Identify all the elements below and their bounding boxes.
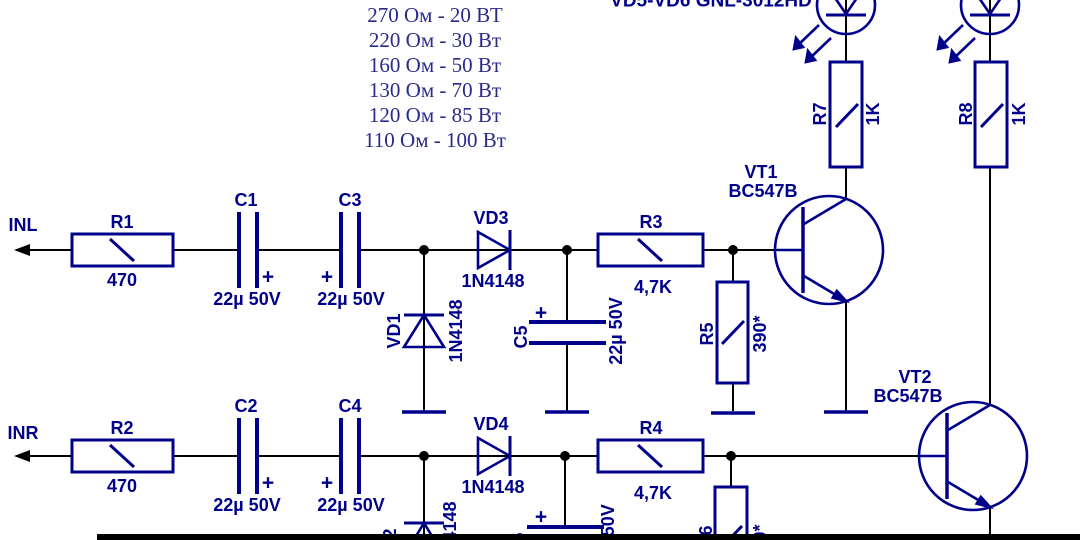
note-line: 110 Ом - 100 Вт: [364, 128, 506, 152]
capacitor-c2-symbol: [237, 418, 259, 494]
resistor-r2-symbol: [70, 438, 175, 474]
polarity-plus-c2: +: [261, 471, 275, 495]
component-value-vd4: 1N4148: [461, 477, 525, 497]
resistor-r7-symbol: [828, 60, 864, 169]
junction-dot: [728, 245, 738, 255]
resistor-r8-symbol: [973, 60, 1009, 169]
capacitor-c4-symbol: [339, 418, 361, 494]
component-value-c2: 22µ 50V: [213, 495, 281, 515]
note-line: 120 Ом - 85 Вт: [368, 103, 502, 127]
component-ref-vd1: VD1: [384, 313, 404, 349]
junction-dot: [419, 245, 429, 255]
component-value-vt1: BC547B: [728, 181, 798, 201]
junction-dot: [562, 245, 572, 255]
diode-vd3-symbol: [476, 229, 513, 271]
diode-vd4-symbol: [476, 435, 513, 477]
input-arrow-inl: [14, 244, 30, 256]
component-ref-r1: R1: [110, 212, 134, 232]
resistor-r3-symbol: [596, 232, 705, 268]
component-value-r5: 390*: [750, 315, 770, 353]
component-value-r8: 1K: [1009, 102, 1029, 126]
polarity-plus-c1: +: [261, 265, 275, 289]
note-line: 160 Ом - 50 Вт: [368, 53, 502, 77]
component-ref-r5: R5: [697, 322, 717, 346]
component-value-r7: 1K: [863, 102, 883, 126]
component-ref-vt1: VT1: [744, 162, 778, 182]
component-ref-vd4: VD4: [473, 414, 509, 434]
component-value-r3: 4,7K: [633, 277, 673, 297]
component-value-r4: 4,7K: [633, 483, 673, 503]
component-ref-c4: C4: [338, 396, 362, 416]
component-ref-c1: C1: [234, 190, 258, 210]
note-line: 270 Ом - 20 ВТ: [367, 3, 503, 27]
resistor-r5-symbol: [715, 280, 750, 385]
input-label-inl: INL: [8, 215, 38, 235]
component-value-r1: 470: [106, 270, 138, 290]
power-resistance-note: 270 Ом - 20 ВТ 220 Ом - 30 Вт 160 Ом - 5…: [285, 3, 585, 153]
component-ref-vd3: VD3: [473, 208, 509, 228]
junction-dot: [419, 451, 429, 461]
component-ref-r2: R2: [110, 418, 134, 438]
note-line: 130 Ом - 70 Вт: [368, 78, 502, 102]
resistor-r1-symbol: [70, 232, 175, 268]
component-ref-c3: C3: [338, 190, 362, 210]
polarity-plus-c3: +: [320, 265, 334, 289]
junction-dot: [726, 451, 736, 461]
junction-dot: [560, 451, 570, 461]
input-label-inr: INR: [7, 423, 39, 443]
window-bottom-edge: [97, 534, 1080, 540]
component-ref-c5: C5: [511, 325, 531, 349]
note-line: 220 Ом - 30 Вт: [368, 28, 502, 52]
component-value-vd1: 1N4148: [446, 299, 466, 363]
polarity-plus-c5: +: [534, 301, 548, 325]
component-ref-r8: R8: [956, 102, 976, 126]
led-vd6-symbol: [936, 0, 1021, 64]
component-ref-vt2: VT2: [898, 367, 932, 387]
led-group-label: VD5-VD6 GNL-3012HD: [610, 0, 812, 12]
resistor-r4-symbol: [596, 438, 705, 474]
component-value-c3: 22µ 50V: [317, 289, 385, 309]
transistor-vt1-symbol: [773, 194, 885, 306]
component-value-c5: 22µ 50V: [606, 297, 626, 365]
capacitor-c3-symbol: [339, 212, 361, 288]
component-value-vd3: 1N4148: [461, 271, 525, 291]
component-value-r2: 470: [106, 476, 138, 496]
capacitor-c5-symbol: [529, 320, 606, 345]
component-value-vt2: BC547B: [873, 386, 943, 406]
component-ref-c2: C2: [234, 396, 258, 416]
component-ref-r7: R7: [810, 102, 830, 126]
wires: [26, 0, 991, 540]
polarity-plus-c6: +: [534, 505, 548, 529]
component-value-c1: 22µ 50V: [213, 289, 281, 309]
input-arrow-inr: [14, 450, 30, 462]
component-ref-r4: R4: [639, 418, 663, 438]
led-vd5-symbol: [792, 0, 877, 64]
capacitor-c1-symbol: [237, 212, 259, 288]
resistor-r6-symbol: [713, 485, 749, 540]
transistor-vt2-symbol: [917, 400, 1029, 512]
diode-vd1-symbol: [401, 312, 447, 349]
component-ref-r3: R3: [639, 212, 663, 232]
component-value-c4: 22µ 50V: [317, 495, 385, 515]
polarity-plus-c4: +: [320, 471, 334, 495]
